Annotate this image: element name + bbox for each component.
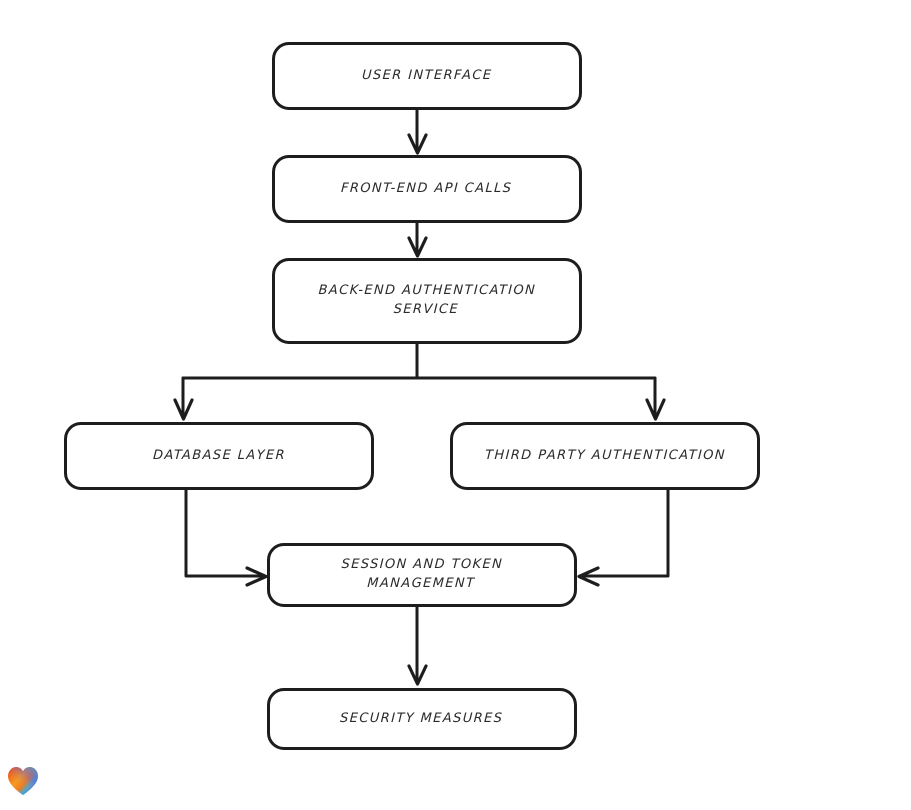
edge-database-layer-to-session-token <box>184 488 268 587</box>
edge-session-token-to-security-measures <box>407 605 428 686</box>
node-backend-authentication-service-label: Back-End Authentication Service <box>318 283 537 317</box>
node-frontend-api-calls[interactable]: Front-End API Calls <box>272 155 582 223</box>
node-database-layer-label: Database Layer <box>152 447 286 463</box>
node-session-and-token-management-label: Session and Token Management <box>341 557 504 591</box>
node-database-layer[interactable]: Database Layer <box>64 422 374 490</box>
edge-user-interface-to-frontend-api-calls <box>407 108 428 155</box>
node-user-interface-label: User Interface <box>361 67 493 83</box>
edge-third-party-auth-to-session-token <box>577 488 670 587</box>
node-backend-authentication-service[interactable]: Back-End Authentication Service <box>272 258 582 344</box>
node-third-party-authentication[interactable]: Third Party Authentication <box>450 422 760 490</box>
node-security-measures-label: Security Measures <box>339 710 505 726</box>
node-security-measures[interactable]: Security Measures <box>267 688 577 750</box>
node-session-and-token-management[interactable]: Session and Token Management <box>267 543 577 607</box>
node-frontend-api-calls-label: Front-End API Calls <box>340 180 514 196</box>
edge-frontend-api-calls-to-backend-auth <box>407 221 428 258</box>
edge-fork-to-database-layer <box>173 376 194 421</box>
node-third-party-authentication-label: Third Party Authentication <box>484 447 726 463</box>
node-user-interface[interactable]: User Interface <box>272 42 582 110</box>
edge-fork-to-third-party-auth <box>645 376 666 421</box>
heart-icon <box>8 767 38 795</box>
